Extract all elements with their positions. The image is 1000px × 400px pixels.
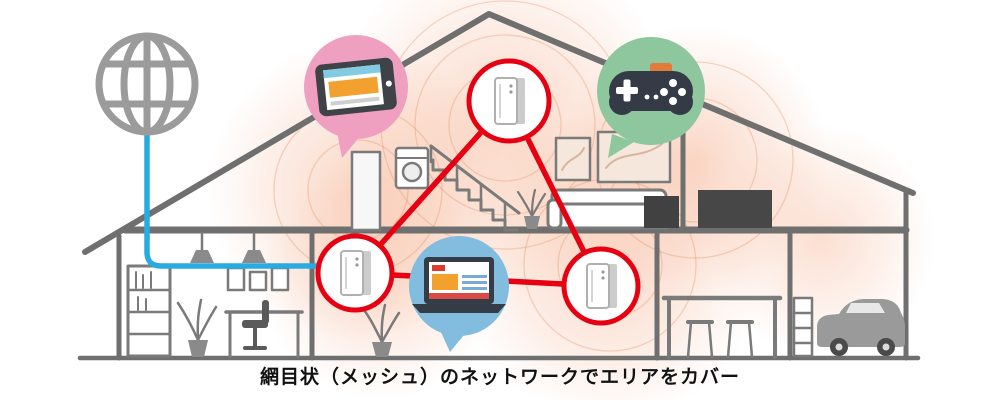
roof	[82, 11, 916, 255]
potted-plant	[516, 188, 547, 229]
tablet-icon	[315, 57, 397, 117]
mesh-node	[315, 233, 395, 313]
washing-machine	[394, 146, 430, 190]
router-icon	[340, 250, 371, 296]
router-icon	[586, 263, 617, 309]
gamepad-icon	[609, 63, 693, 115]
router-icon	[494, 77, 525, 125]
office-chair	[242, 300, 269, 350]
potted-plant	[176, 298, 218, 357]
car	[817, 299, 905, 356]
bar-stool	[726, 320, 754, 359]
device-bubble-gamepad	[597, 37, 705, 158]
bubble-tail	[608, 134, 634, 158]
caption: 網目状（メッシュ）のネットワークでエリアをカバー	[259, 366, 740, 388]
tv-screen	[644, 196, 679, 228]
laptop-icon	[412, 257, 506, 313]
window-dark	[698, 190, 772, 228]
mesh-node	[466, 58, 552, 144]
door	[350, 150, 382, 232]
internet-line	[144, 131, 343, 269]
wall-frames	[226, 266, 290, 292]
bar-stool	[686, 320, 714, 359]
storage-rack	[792, 296, 814, 358]
device-bubble-tablet	[304, 35, 408, 158]
pendant-lamp	[190, 231, 214, 263]
pendant-lamp	[242, 231, 266, 263]
globe-icon	[95, 32, 199, 136]
device-bubble-laptop	[409, 236, 509, 352]
bookshelf	[126, 264, 172, 358]
bar-counter	[661, 295, 783, 359]
potted-plant	[362, 303, 401, 357]
mesh-node	[561, 246, 641, 326]
furniture	[126, 130, 905, 359]
